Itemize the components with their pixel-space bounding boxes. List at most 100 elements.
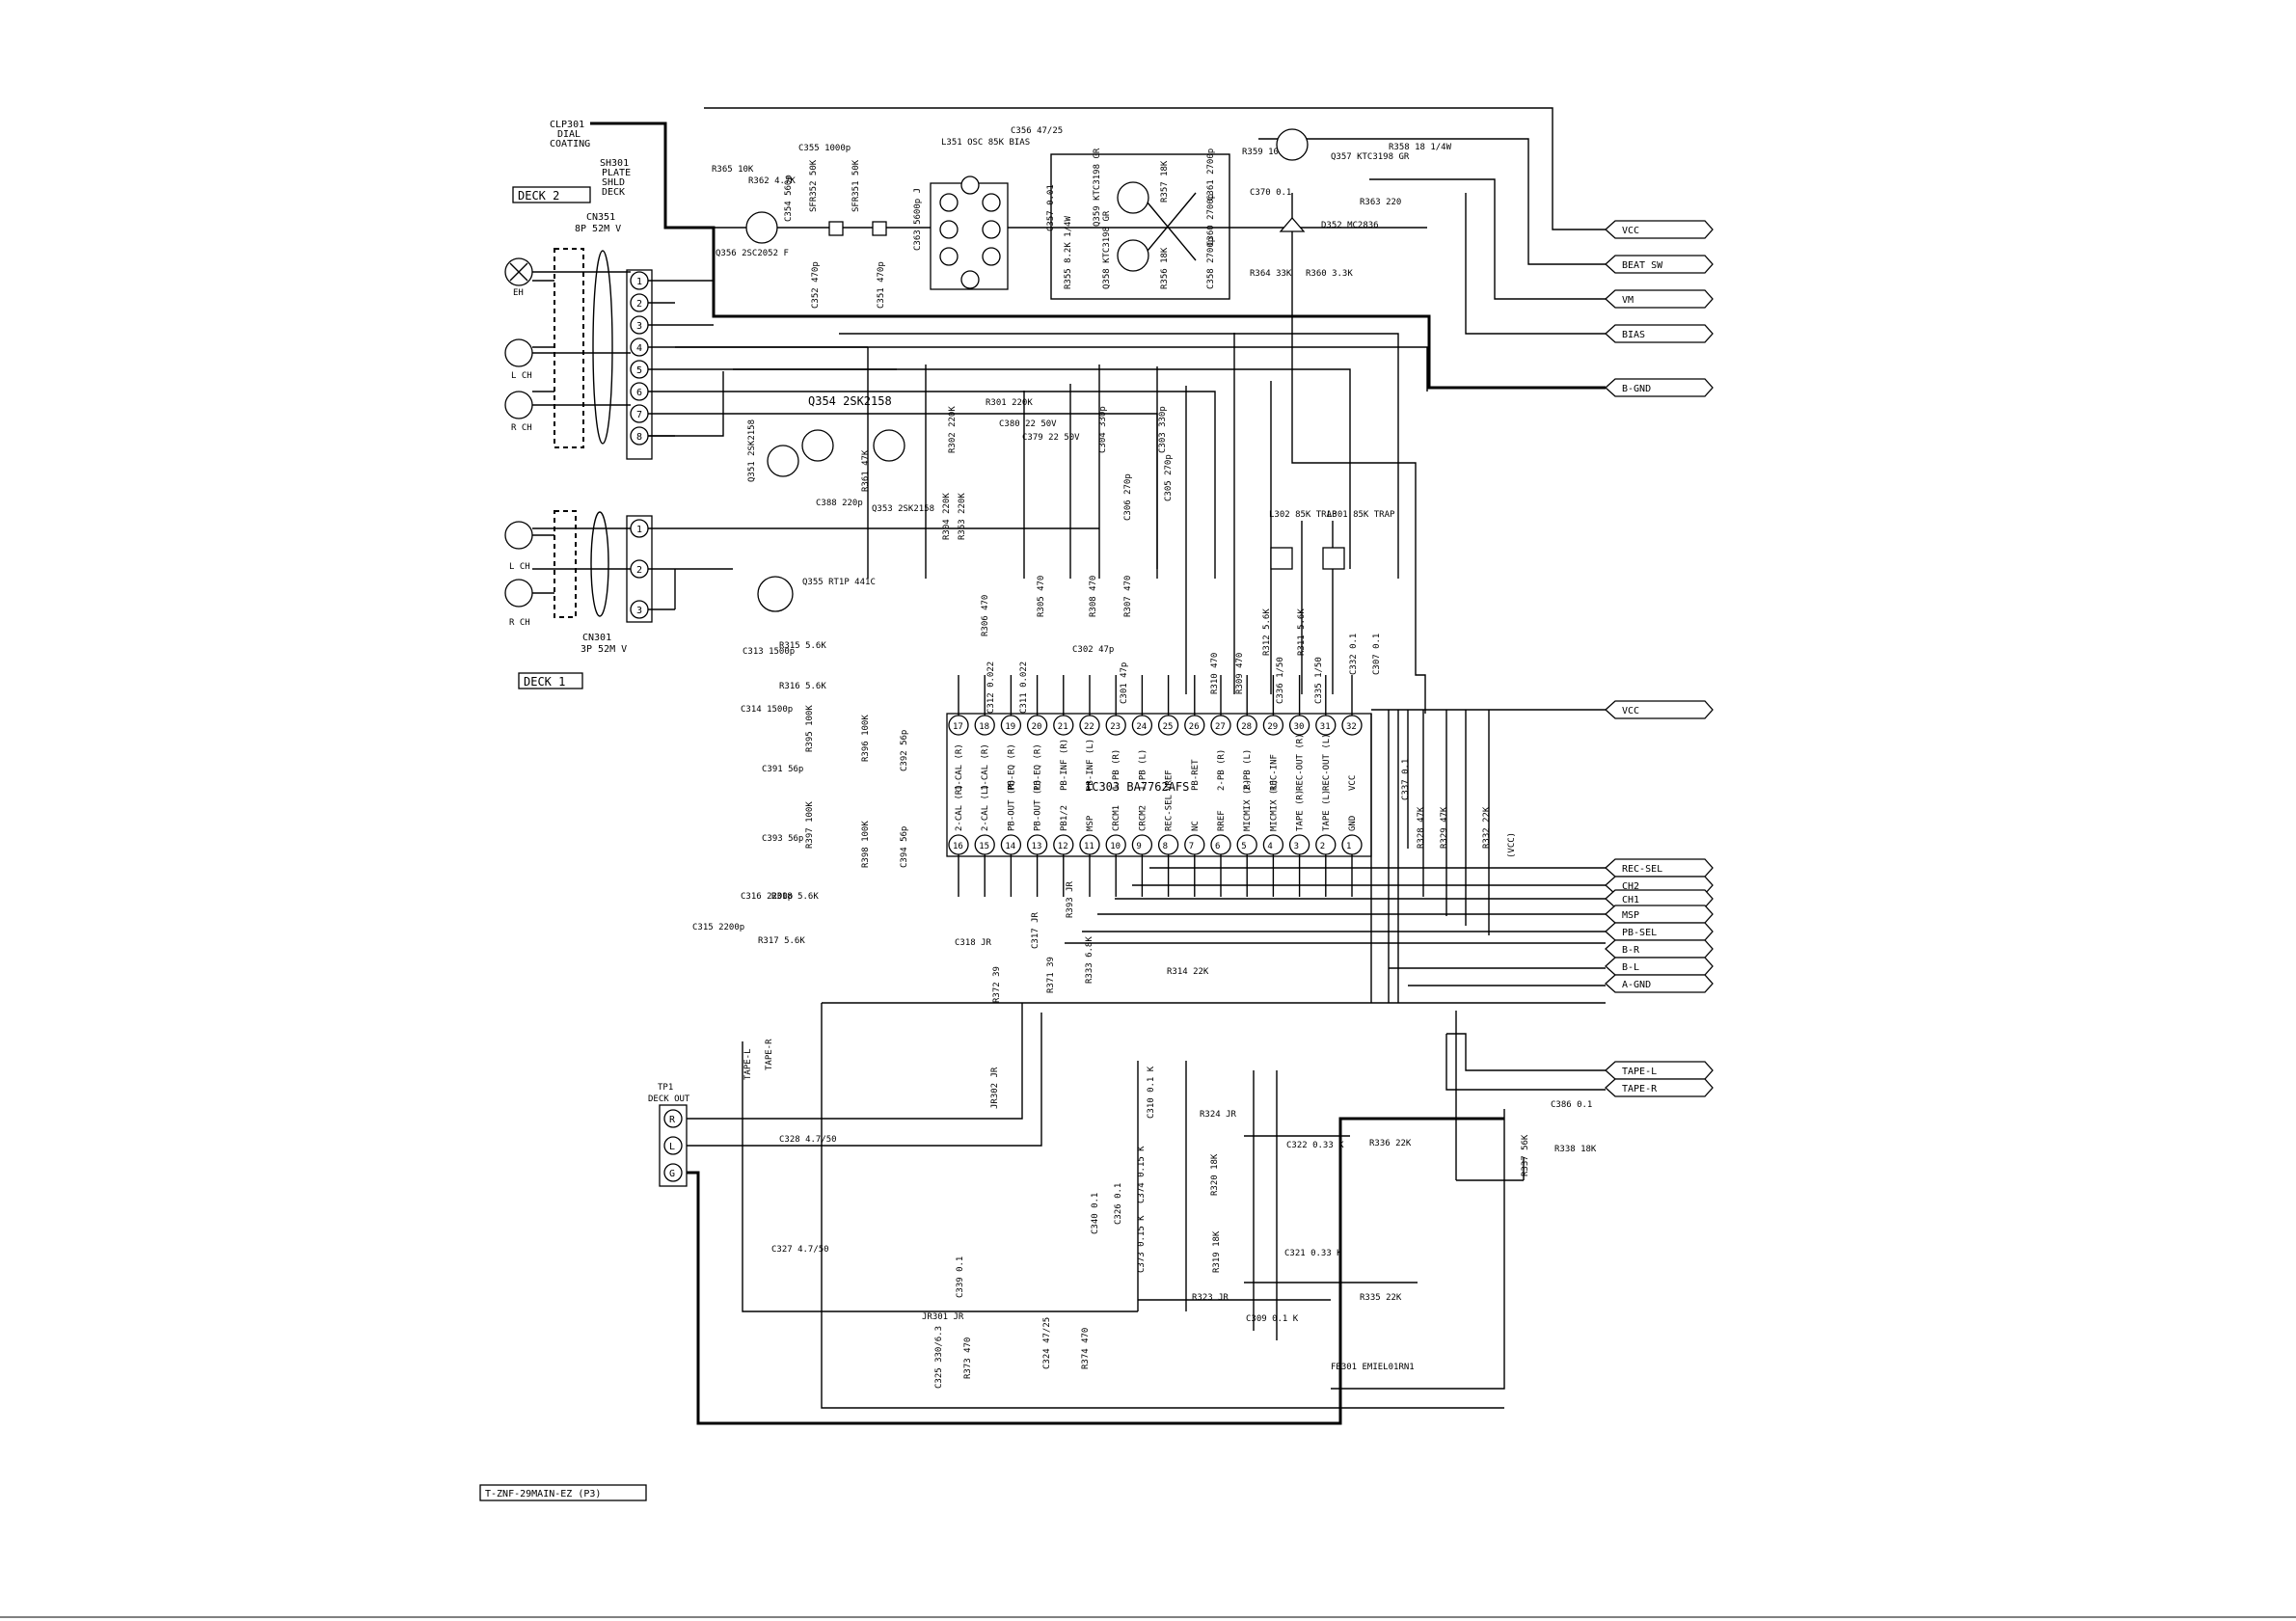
r304-label: R304 220K [942, 493, 952, 540]
ic303-pin-5 [1236, 834, 1257, 855]
ic303-pin-function: CRCM2 [1138, 805, 1148, 831]
r323-label: R323 JR [1192, 1293, 1229, 1303]
q353-label: Q353 2SK2158 [872, 504, 934, 514]
q354-label: Q354 2SK2158 [808, 394, 892, 408]
output-ground-wire [687, 1117, 1504, 1425]
ic303-pin-function: PB-EQ (R) [1034, 743, 1043, 791]
ic303-pin-number: 27 [1215, 722, 1226, 732]
cn351-pin-2: 2 [636, 299, 642, 310]
signal-tag-bias: BIAS [1605, 324, 1714, 343]
deck1-lch-head-icon [504, 521, 533, 550]
cn301-pin-1: 1 [636, 525, 642, 535]
signal-tag-msp: MSP [1605, 905, 1714, 924]
signal-tag-rec-sel: REC-SEL [1605, 858, 1714, 878]
ic303-pin-number: 17 [953, 722, 963, 732]
deck2-rch-label: R CH [511, 423, 532, 433]
signal-tag-beat-sw: BEAT SW [1605, 255, 1714, 274]
c324-label: C324 47/25 [1042, 1317, 1052, 1369]
fb301-label: FB301 EMIEL01RN1 [1331, 1363, 1415, 1372]
c392-label: C392 56p [900, 730, 909, 771]
ic303-pin-number: 25 [1163, 722, 1174, 732]
ic303-chip [946, 713, 1372, 857]
q355-transistor-icon [757, 576, 794, 612]
ic303-pin-function: REC-INF [1269, 754, 1279, 791]
deck1-cable-loop [590, 511, 609, 617]
cn351-label-1: CN351 [586, 212, 615, 223]
r398-label: R398 100K [861, 821, 871, 868]
signal-tag-pb-sel: PB-SEL [1605, 922, 1714, 941]
ic-signal-wiring [822, 709, 1606, 1091]
ic303-pin-number: 23 [1110, 722, 1121, 732]
deck2-lch-head-icon [504, 338, 533, 367]
power-section: R359 10 Q357 KTC3198 GR R358 18 1/4W C37… [1242, 128, 1452, 279]
c354-label: C354 560p [784, 175, 794, 222]
r308-label: R308 470 [1089, 576, 1098, 617]
signal-tag-a-gnd: A-GND [1605, 974, 1714, 993]
r302-label: R302 220K [948, 406, 958, 453]
ic303-pin-number: 24 [1136, 722, 1147, 732]
cn301-pin-2: 2 [636, 565, 642, 576]
ic303-pin-function: 1-CAL (R) [981, 743, 990, 791]
vcc-tag-label: (VCC) [1507, 832, 1517, 858]
deck2-section: DECK 2 CN351 8P 52M V EH L CH R CH 1 2 3… [504, 186, 926, 460]
signal-tag-label: A-GND [1622, 980, 1651, 990]
ic303-pin-function: 2-CAL (L) [981, 784, 990, 831]
c326-label: C326 0.1 [1114, 1183, 1123, 1225]
signal-tag-label: BIAS [1622, 330, 1645, 340]
footer: T-ZNF-29MAIN-EZ (P3) [0, 1484, 2296, 1618]
ic303-pin-number: 21 [1058, 722, 1068, 732]
signal-tag-label: B-L [1622, 962, 1639, 973]
r314-label: R314 22K [1167, 967, 1209, 977]
fet-mute-section: Q354 2SK2158 Q351 2SK2158 R361 47K C388 … [747, 394, 934, 612]
c360-label: C360 2700p [1206, 194, 1216, 246]
c313-label: C313 1500p [743, 647, 795, 657]
tp1-pin-l: L [669, 1142, 675, 1152]
tp1-pin-r: R [669, 1115, 676, 1125]
deck2-title: DECK 2 [518, 189, 559, 203]
r358-label: R358 18 1/4W [1389, 143, 1452, 152]
r372-label: R372 39 [992, 966, 1002, 1003]
ic303-pin-number: 5 [1241, 842, 1246, 851]
signal-tag-vcc: VCC [1605, 700, 1714, 719]
ic303-section: C313 1500p R315 5.6K C314 1500p R316 5.6… [692, 641, 1517, 1003]
q357-transistor-icon [1276, 128, 1309, 161]
ic303-pin-number: 15 [979, 842, 989, 851]
r336-label: R336 22K [1369, 1139, 1412, 1148]
r359-label: R359 10 [1242, 148, 1279, 157]
erase-head-label: EH [513, 288, 524, 298]
cn301-label-1: CN301 [582, 633, 611, 643]
r397-label: R397 100K [805, 801, 815, 849]
c379-label: C379 22 50V [1022, 433, 1080, 443]
cn351-pin-1: 1 [636, 277, 642, 287]
signal-tag-label: REC-SEL [1622, 864, 1662, 875]
pb-eq-section: R302 220K R301 220K C380 22 50V C379 22 … [942, 398, 1395, 675]
r365-label: R365 10K [712, 165, 754, 175]
jr302-label: JR302 JR [990, 1067, 1000, 1109]
c306-label: C306 270p [1123, 473, 1133, 521]
sh301-label-4: DECK [602, 187, 625, 198]
signal-tag-b-r: B-R [1605, 939, 1714, 959]
c394-label: C394 56p [900, 826, 909, 868]
ic303-pin-number: 26 [1189, 722, 1200, 732]
signal-tag-label: CH2 [1622, 881, 1639, 892]
q357-label: Q357 KTC3198 GR [1331, 152, 1410, 162]
c339-label: C339 0.1 [956, 1256, 965, 1298]
r305-label: R305 470 [1037, 576, 1046, 617]
clp301-label-3: COATING [550, 139, 590, 149]
r371-label: R371 39 [1046, 957, 1056, 993]
ic303-pin-function: 1-PB (L) [1138, 749, 1148, 791]
d352-diode-icon [1279, 217, 1306, 232]
cn301-label-2: 3P 52M V [581, 644, 627, 655]
ic303-pin-function: REC-OUT (R) [1296, 733, 1306, 791]
signal-tag-tape-r: TAPE-R [1605, 1078, 1714, 1097]
r328-label: R328 47K [1417, 806, 1426, 849]
ic303-pin-number: 14 [1005, 842, 1015, 851]
header-labels: CLP301 DIAL COATING SH301 PLATE SHLD DEC… [550, 120, 631, 198]
ic303-pin-function: PB-OUT (L) [1034, 779, 1043, 831]
signal-tag-ch1: CH1 [1605, 889, 1714, 908]
c337-label: C337 0.1 [1401, 759, 1411, 800]
c356-label: C356 47/25 [1011, 126, 1063, 136]
ic303-pin-function: 1-CAL (R) [955, 743, 964, 791]
